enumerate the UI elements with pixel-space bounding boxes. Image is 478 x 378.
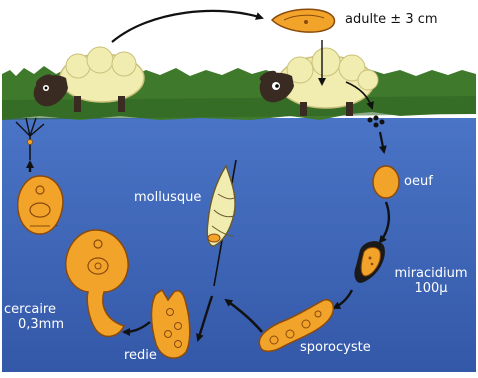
redia-illustration [152,290,190,358]
label-cercaria-name: cercaire [4,302,64,317]
label-cercaria-size: 0,3mm [4,317,64,332]
label-mollusc: mollusque [134,190,201,205]
label-redia: redie [124,348,157,363]
label-sporocyst: sporocyste [300,340,371,355]
label-miracidium-name: miracidium [386,266,476,281]
label-miracidium: miracidium 100µ [386,266,476,296]
label-miracidium-size: 100µ [386,281,476,296]
label-cercaria: cercaire 0,3mm [4,302,64,332]
egg-illustration [373,166,399,198]
cercaria-small-illustration [18,176,63,234]
label-egg: oeuf [404,174,433,189]
label-adult: adulte ± 3 cm [345,12,438,27]
